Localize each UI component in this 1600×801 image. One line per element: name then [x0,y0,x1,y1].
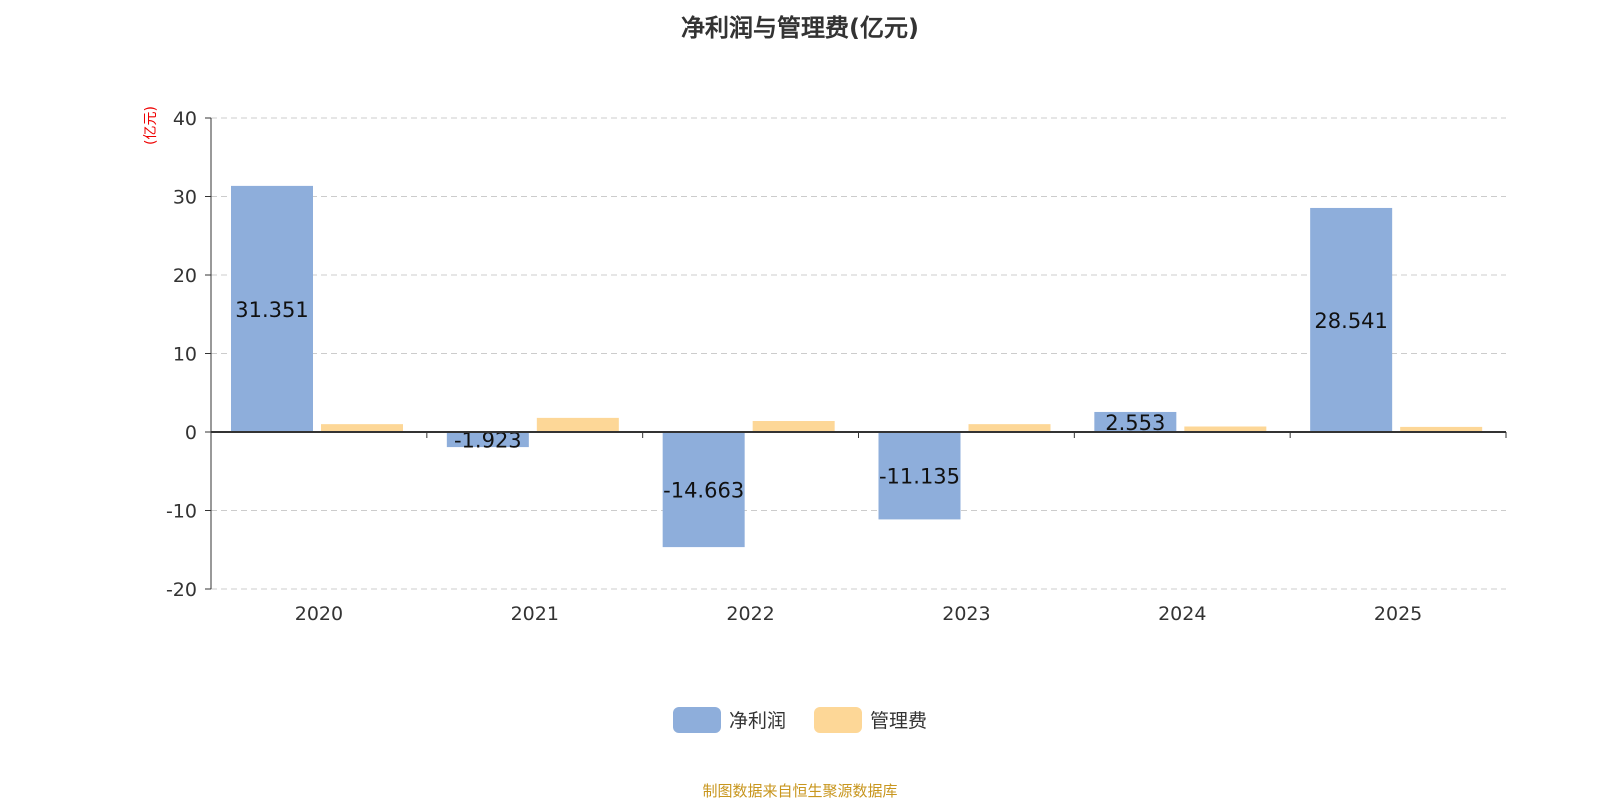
data-label: 28.541 [1314,309,1387,333]
bar-admin-fee[interactable] [752,421,835,432]
bar-net-profit[interactable] [878,432,961,520]
y-tick-label: 20 [173,265,197,287]
legend: 净利润 管理费 [0,706,1600,733]
bar-admin-fee[interactable] [1184,426,1267,432]
legend-item-net-profit[interactable]: 净利润 [672,706,786,733]
bar-admin-fee[interactable] [321,424,403,432]
data-label: 31.351 [235,298,308,322]
bar-net-profit[interactable] [1094,411,1177,432]
data-label: 2.553 [1105,411,1165,435]
bar-net-profit[interactable] [1310,207,1393,432]
y-tick-label: 0 [185,422,197,444]
bar-net-profit[interactable] [662,432,745,548]
bar-admin-fee[interactable] [536,417,619,432]
data-label: -14.663 [663,479,744,503]
x-tick-label: 2021 [511,603,559,625]
x-tick-label: 2024 [1158,603,1206,625]
legend-label: 管理费 [870,710,928,732]
x-tick-label: 2025 [1374,603,1422,625]
chart-title: 净利润与管理费(亿元) [681,14,919,42]
y-tick-label: 40 [173,108,197,130]
legend-item-admin-fee[interactable]: 管理费 [814,706,927,733]
y-tick-label: -10 [166,501,197,523]
legend-swatch [814,706,862,733]
bar-net-profit[interactable] [446,432,529,448]
x-tick-label: 2022 [726,603,774,625]
bar-net-profit[interactable] [231,185,313,432]
data-label: -11.135 [879,465,960,489]
x-tick-label: 2020 [295,603,343,625]
legend-swatch [672,706,721,733]
legend-label: 净利润 [728,710,786,732]
bar-admin-fee[interactable] [1400,426,1483,432]
y-tick-label: 30 [173,187,197,209]
bar-admin-fee[interactable] [968,424,1051,432]
y-tick-label: -20 [166,579,197,601]
x-tick-label: 2023 [942,603,990,625]
source-note: 制图数据来自恒生聚源数据库 [702,782,898,800]
y-tick-label: 10 [173,344,197,366]
